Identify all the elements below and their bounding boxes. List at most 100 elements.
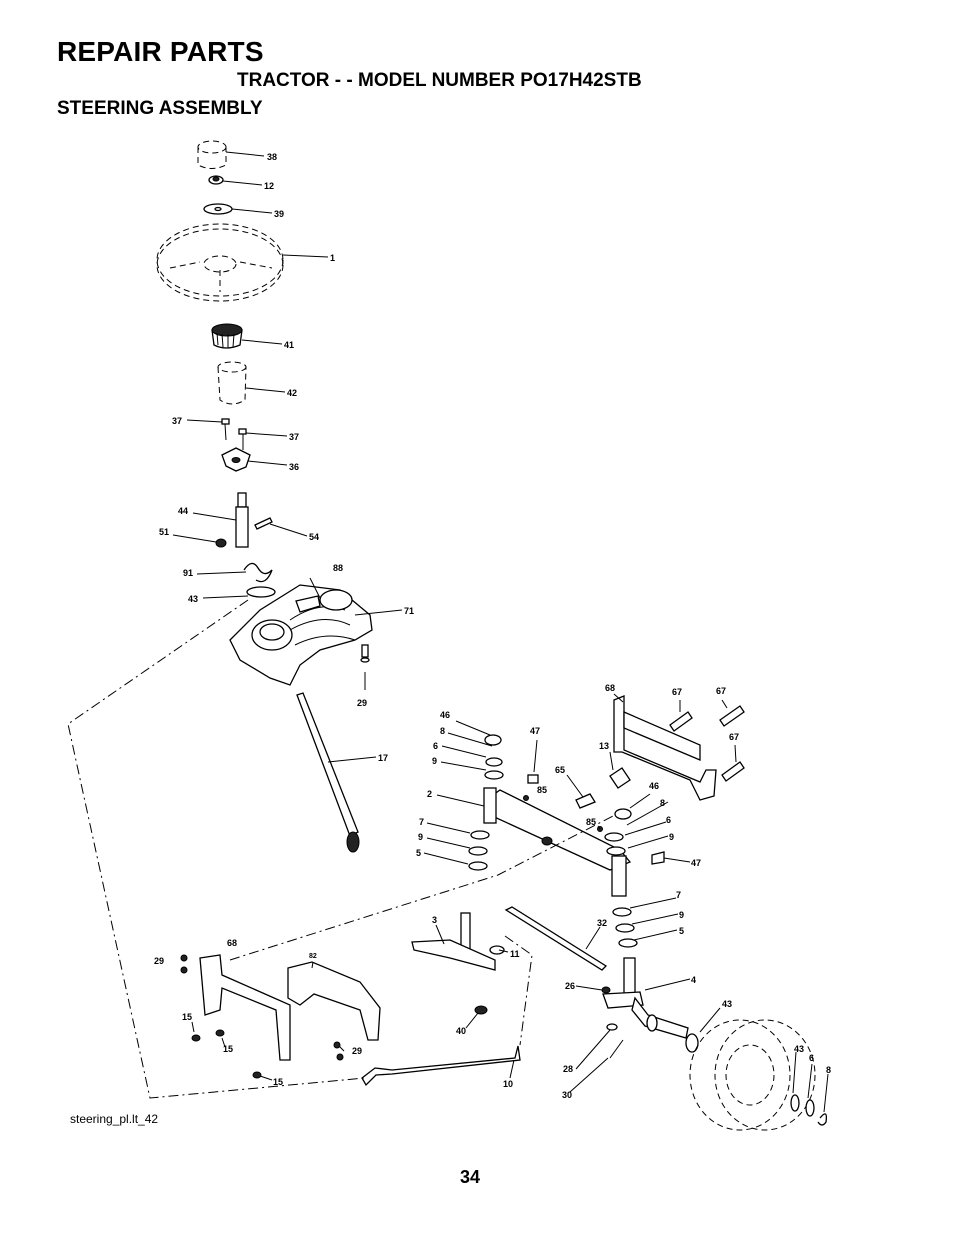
callout-labels: 38 12 39 1 41 42 37 37 36 44 54 51 91 88… bbox=[154, 152, 831, 1100]
page-number: 34 bbox=[460, 1167, 481, 1187]
model-subtitle: TRACTOR - - MODEL NUMBER PO17H42STB bbox=[237, 70, 642, 91]
callout-label: 88 bbox=[333, 563, 343, 573]
callout-label: 67 bbox=[716, 686, 726, 696]
callout-label: 12 bbox=[264, 181, 274, 191]
page-title: REPAIR PARTS bbox=[57, 36, 264, 67]
callout-label: 29 bbox=[352, 1046, 362, 1056]
bolt-part bbox=[360, 644, 370, 663]
section-title: STEERING ASSEMBLY bbox=[57, 98, 263, 119]
callout-label: 67 bbox=[672, 687, 682, 697]
callout-label: 39 bbox=[274, 209, 284, 219]
frame-bracket-part bbox=[180, 954, 381, 1079]
callout-label: 10 bbox=[503, 1079, 513, 1089]
callout-label: 54 bbox=[309, 532, 319, 542]
drag-rod-part bbox=[361, 1045, 521, 1087]
callout-label: 11 bbox=[510, 949, 520, 959]
callout-label: 8 bbox=[826, 1065, 831, 1075]
callout-label: 38 bbox=[267, 152, 277, 162]
guide-lines bbox=[67, 599, 616, 1099]
callout-label: 68 bbox=[227, 938, 237, 948]
tie-rod-part bbox=[504, 906, 608, 971]
diagram-id: steering_pl.lt_42 bbox=[70, 1112, 159, 1126]
callout-label: 2 bbox=[427, 789, 432, 799]
nut-part bbox=[215, 538, 227, 548]
callout-label: 5 bbox=[416, 848, 421, 858]
callout-label: 15 bbox=[273, 1077, 283, 1087]
steering-wheel-part bbox=[156, 223, 284, 302]
bolt-part bbox=[254, 517, 273, 530]
callout-label: 9 bbox=[432, 756, 437, 766]
callout-label: 15 bbox=[182, 1012, 192, 1022]
callout-label: 5 bbox=[679, 926, 684, 936]
pin-part bbox=[601, 986, 624, 1059]
callout-label: 46 bbox=[649, 781, 659, 791]
callout-label: 6 bbox=[666, 815, 671, 825]
callout-label: 26 bbox=[565, 981, 575, 991]
callout-label: 65 bbox=[555, 765, 565, 775]
callout-label: 37 bbox=[172, 416, 182, 426]
washer-part bbox=[203, 203, 233, 215]
wheel-part bbox=[689, 1019, 828, 1131]
callout-label: 42 bbox=[287, 388, 297, 398]
drag-link-part bbox=[296, 692, 360, 853]
callout-label: 91 bbox=[183, 568, 193, 578]
callout-label: 7 bbox=[676, 890, 681, 900]
washer-stack-part bbox=[468, 734, 539, 871]
bolt-part bbox=[669, 705, 745, 782]
callout-label: 9 bbox=[418, 832, 423, 842]
callout-label: 6 bbox=[809, 1053, 814, 1063]
callout-label: 43 bbox=[188, 594, 198, 604]
leader-lines bbox=[172, 151, 829, 1113]
callout-label: 47 bbox=[691, 858, 701, 868]
cap-part bbox=[197, 140, 227, 169]
front-axle-part bbox=[483, 787, 632, 897]
callout-label: 9 bbox=[679, 910, 684, 920]
callout-label: 85 bbox=[586, 817, 596, 827]
sleeve-part bbox=[217, 361, 247, 405]
bracket-part bbox=[221, 447, 251, 472]
callout-label: 67 bbox=[729, 732, 739, 742]
spacer-part bbox=[575, 767, 631, 809]
callout-label: 41 bbox=[284, 340, 294, 350]
callout-label: 29 bbox=[357, 698, 367, 708]
callout-label: 28 bbox=[563, 1064, 573, 1074]
steering-arm-part bbox=[411, 912, 505, 971]
nut-part bbox=[208, 175, 224, 185]
washer-part bbox=[246, 586, 276, 598]
callout-label: 43 bbox=[722, 999, 732, 1009]
clip-part bbox=[243, 562, 273, 583]
callout-label: 68 bbox=[605, 683, 615, 693]
callout-label: 4 bbox=[691, 975, 696, 985]
callout-label: 82 bbox=[309, 953, 317, 960]
callout-label: 43 bbox=[794, 1044, 804, 1054]
callout-label: 8 bbox=[660, 798, 665, 808]
callout-label: 17 bbox=[378, 753, 388, 763]
callout-label: 15 bbox=[223, 1044, 233, 1054]
callout-label: 29 bbox=[154, 956, 164, 966]
callout-label: 13 bbox=[599, 741, 609, 751]
callout-label: 7 bbox=[419, 817, 424, 827]
gear-housing-part bbox=[229, 584, 373, 686]
callout-label: 44 bbox=[178, 506, 188, 516]
callout-label: 85 bbox=[537, 785, 547, 795]
callout-label: 30 bbox=[562, 1090, 572, 1100]
callout-label: 36 bbox=[289, 462, 299, 472]
callout-label: 51 bbox=[159, 527, 169, 537]
callout-label: 40 bbox=[456, 1026, 466, 1036]
callout-label: 32 bbox=[597, 918, 607, 928]
callout-label: 1 bbox=[330, 253, 335, 263]
bolt-part bbox=[221, 418, 247, 450]
callout-label: 46 bbox=[440, 710, 450, 720]
nut-part bbox=[474, 1005, 488, 1015]
axle-bracket-part bbox=[613, 695, 717, 801]
callout-label: 6 bbox=[433, 741, 438, 751]
callout-label: 9 bbox=[669, 832, 674, 842]
spindle-part bbox=[602, 957, 699, 1053]
callout-label: 8 bbox=[440, 726, 445, 736]
callout-label: 71 bbox=[404, 606, 414, 616]
callout-label: 47 bbox=[530, 726, 540, 736]
washer-stack-part bbox=[597, 808, 665, 948]
callout-label: 3 bbox=[432, 915, 437, 925]
adapter-part bbox=[211, 323, 243, 349]
